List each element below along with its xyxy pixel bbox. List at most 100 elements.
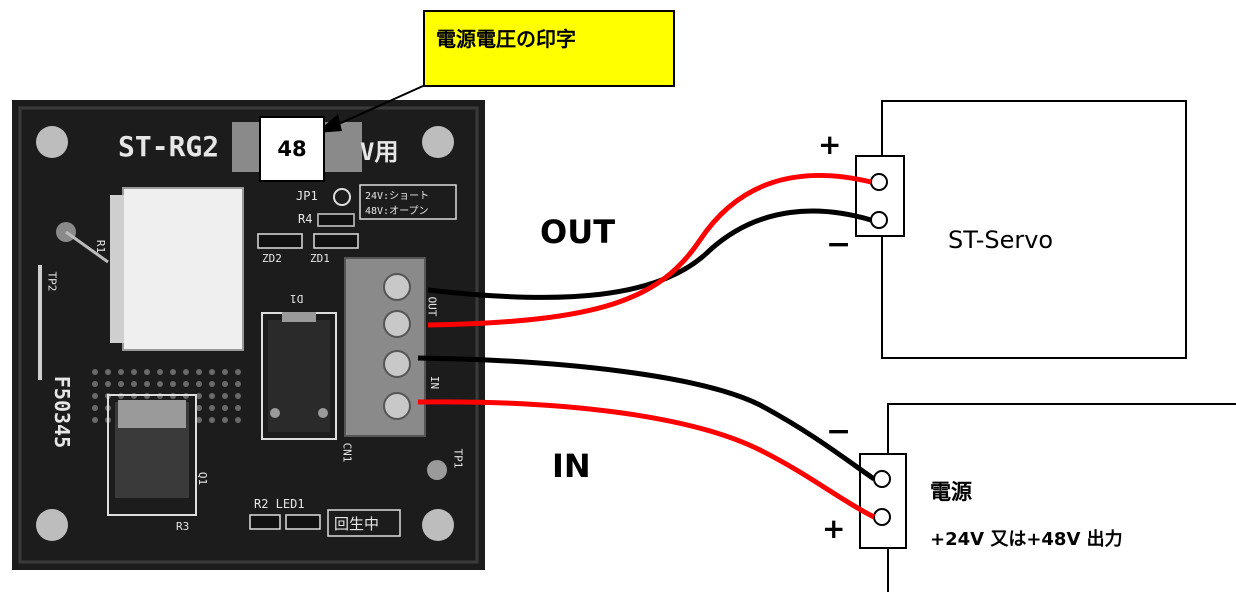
- out-label: OUT: [540, 213, 616, 251]
- r4-label: R4: [298, 212, 313, 226]
- servo-name: ST-Servo: [948, 226, 1054, 254]
- terminal-screw-1: [383, 273, 411, 301]
- servo-pin-plus: [870, 173, 888, 191]
- pad-dot: [235, 393, 241, 399]
- voltage-print-callout: 電源電圧の印字: [423, 10, 675, 87]
- zd1-label: ZD1: [310, 252, 330, 265]
- pad-dot: [144, 369, 150, 375]
- pad-dot: [118, 381, 124, 387]
- pad-dot: [209, 369, 215, 375]
- r2-component: [249, 514, 281, 530]
- power-pin-plus: [873, 508, 891, 526]
- in-negative-wire: [417, 355, 876, 482]
- servo-minus-sign: −: [826, 227, 852, 262]
- jp1-note-48: 48V:オープン: [365, 206, 429, 217]
- q1-label: Q1: [196, 471, 210, 486]
- d1-pin-b: [318, 408, 328, 418]
- pad-dot: [131, 381, 137, 387]
- tp1-label: TP1: [451, 448, 465, 469]
- pad-dot: [92, 417, 98, 423]
- voltage-print-box: 48: [259, 116, 325, 182]
- jp1-pad: [333, 188, 351, 206]
- pad-dot: [196, 405, 202, 411]
- pad-dot: [209, 393, 215, 399]
- zd2-component: [257, 233, 303, 249]
- pad-dot: [131, 369, 137, 375]
- jp1-note-24: 24V:ショート: [365, 191, 430, 202]
- pad-dot: [209, 405, 215, 411]
- mounting-hole-tr: [422, 126, 454, 158]
- power-pin-minus: [873, 470, 891, 488]
- pad-dot: [209, 381, 215, 387]
- tp1-pin: [427, 460, 447, 480]
- board-voltage-suffix: V用: [360, 138, 399, 166]
- pad-dot: [222, 381, 228, 387]
- power-connector: [859, 453, 907, 549]
- in-label: IN: [552, 447, 591, 485]
- in-positive-wire: [417, 399, 876, 520]
- out-positive-wire: [427, 172, 872, 328]
- pcb-border: [18, 106, 479, 564]
- pad-dot: [235, 417, 241, 423]
- power-output-label: +24V 又は+48V 出力: [930, 529, 1123, 550]
- pad-dot: [235, 369, 241, 375]
- capacitor-block: [122, 187, 244, 351]
- pad-dot: [92, 381, 98, 387]
- pad-dot: [222, 417, 228, 423]
- r4-component: [317, 213, 355, 227]
- pad-dot: [157, 381, 163, 387]
- pad-dot: [196, 393, 202, 399]
- board-out-mark: OUT: [425, 296, 439, 317]
- pad-dot: [105, 381, 111, 387]
- q1-outline: [107, 394, 197, 516]
- mounting-hole-br: [422, 509, 454, 541]
- pad-dot: [183, 381, 189, 387]
- power-plus-sign: +: [822, 512, 846, 545]
- terminal-screw-2: [383, 310, 411, 338]
- r1-resistor: [65, 230, 109, 264]
- servo-pin-minus: [870, 211, 888, 229]
- d1-tab: [282, 312, 316, 322]
- zd1-component: [313, 233, 359, 249]
- terminal-screw-3: [383, 350, 411, 378]
- pad-dot: [196, 381, 202, 387]
- mounting-hole-tl: [36, 126, 68, 158]
- power-name: 電源: [930, 480, 972, 504]
- pad-dot: [92, 393, 98, 399]
- q1-top: [118, 400, 186, 428]
- terminal-screw-4: [383, 392, 411, 420]
- cn1-label: CN1: [340, 442, 354, 463]
- callout-arrow-line: [331, 85, 424, 128]
- pad-dot: [170, 381, 176, 387]
- pad-dot: [222, 393, 228, 399]
- servo-box: [881, 100, 1187, 359]
- jp1-label: JP1: [296, 189, 318, 203]
- pad-dot: [105, 369, 111, 375]
- regen-box: [327, 509, 401, 537]
- led1-component: [285, 514, 321, 530]
- r2-led1-label: R2 LED1: [254, 497, 305, 511]
- r1-label: R1: [94, 239, 108, 254]
- pad-dot: [144, 381, 150, 387]
- r3-label: R3: [176, 520, 190, 533]
- out-negative-wire: [427, 208, 872, 300]
- jp1-note-box: [359, 184, 457, 220]
- servo-plus-sign: +: [818, 128, 842, 161]
- pad-dot: [235, 381, 241, 387]
- pad-dot: [235, 405, 241, 411]
- board-in-mark: IN: [428, 375, 442, 390]
- tp2-label: TP2: [45, 271, 59, 292]
- pad-dot: [196, 417, 202, 423]
- pad-dot: [196, 369, 202, 375]
- pad-dot: [157, 369, 163, 375]
- power-minus-sign: −: [826, 414, 852, 449]
- zd2-label: ZD2: [262, 252, 282, 265]
- board-part-number: F50345: [50, 375, 75, 449]
- pad-dot: [92, 369, 98, 375]
- pad-dot: [92, 405, 98, 411]
- d1-pin-a: [270, 408, 280, 418]
- pad-dot: [222, 405, 228, 411]
- pad-dot: [209, 417, 215, 423]
- pad-dot: [170, 369, 176, 375]
